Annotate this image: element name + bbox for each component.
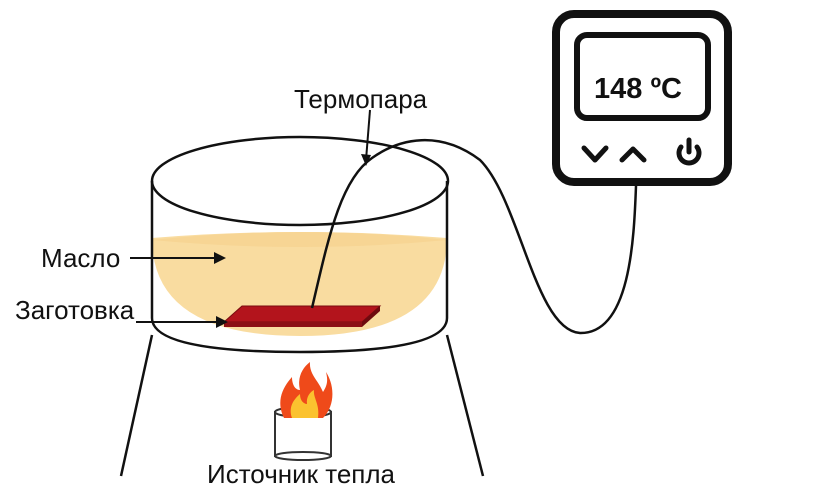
thermocouple-wire: [310, 139, 638, 335]
pot: [150, 135, 450, 354]
thermometer-device: [552, 10, 732, 186]
stand: [119, 334, 485, 477]
oil-label: Масло: [41, 243, 121, 273]
chevron-down-icon[interactable]: [581, 145, 609, 163]
workpiece-plate: [222, 305, 382, 327]
thermocouple-label: Термопара: [294, 84, 428, 114]
temperature-display: 148 ºC: [594, 73, 682, 105]
workpiece-label: Заготовка: [15, 295, 135, 325]
chevron-up-icon[interactable]: [619, 146, 647, 163]
heat-source-can: [274, 406, 332, 461]
heat-source-label: Источник тепла: [207, 459, 396, 489]
power-icon[interactable]: [676, 137, 702, 166]
label-arrows: [130, 109, 371, 328]
flame-icon: [280, 362, 333, 418]
